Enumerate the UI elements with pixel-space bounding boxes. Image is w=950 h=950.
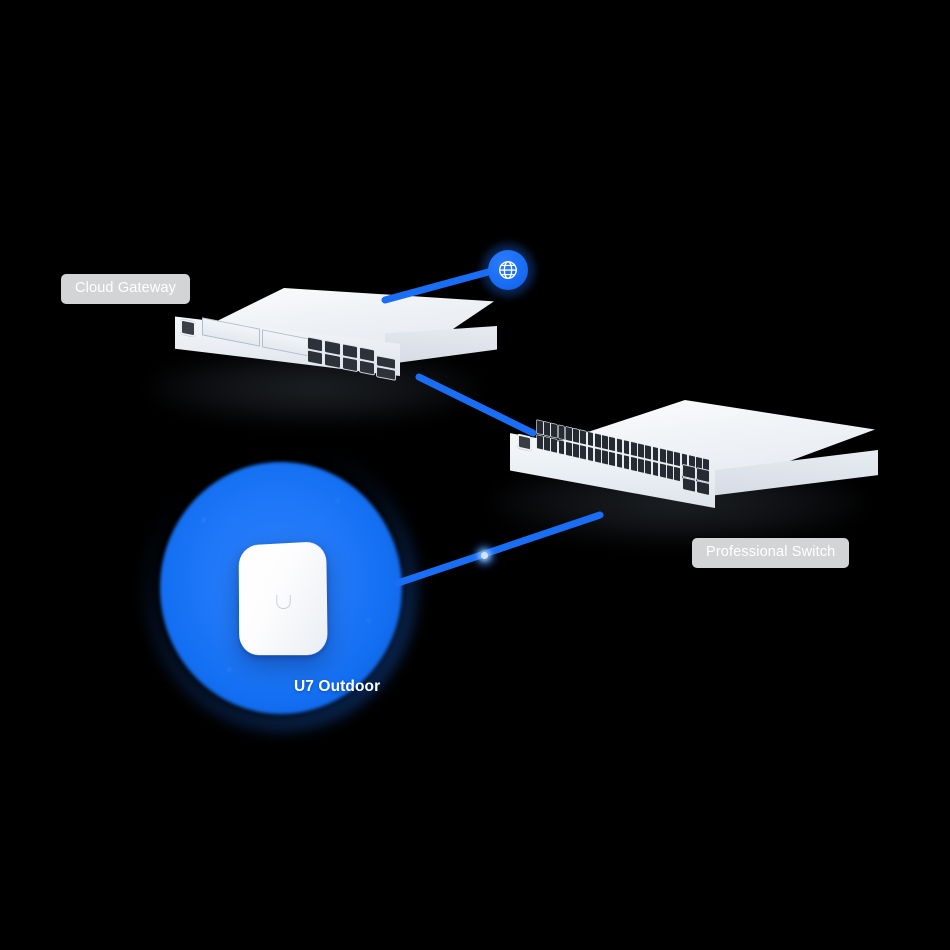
- ethernet-port: [652, 461, 659, 477]
- sfp-port: [697, 468, 709, 483]
- ethernet-port: [659, 448, 666, 464]
- ethernet-port: [565, 441, 572, 457]
- ethernet-port: [609, 436, 616, 452]
- ethernet-port: [638, 443, 644, 459]
- ethernet-port: [623, 440, 630, 455]
- ethernet-port: [573, 443, 579, 458]
- u7-outdoor-device[interactable]: [236, 540, 340, 667]
- label-cloud-gateway[interactable]: Cloud Gateway: [61, 274, 191, 304]
- ethernet-port: [342, 344, 357, 359]
- ethernet-port: [630, 441, 637, 457]
- ethernet-port: [537, 434, 543, 450]
- sfp-port: [683, 464, 695, 479]
- professional-switch-device[interactable]: [505, 400, 878, 540]
- ethernet-port: [609, 451, 616, 467]
- ethernet-port: [594, 433, 601, 449]
- ethernet-port: [308, 337, 323, 352]
- cloud-gateway-device[interactable]: [168, 288, 498, 408]
- ethernet-port: [573, 428, 579, 444]
- internet-node[interactable]: [479, 241, 537, 299]
- ethernet-port: [616, 453, 623, 468]
- label-professional-switch[interactable]: Professional Switch: [692, 538, 850, 568]
- ethernet-port: [645, 459, 652, 475]
- cloud-gateway-display: [180, 318, 196, 338]
- ethernet-port: [325, 340, 340, 355]
- ethernet-port: [638, 458, 644, 473]
- ethernet-port: [537, 420, 543, 435]
- ethernet-port: [359, 360, 374, 375]
- professional-switch-display: [517, 433, 532, 452]
- ethernet-port: [587, 446, 594, 462]
- ethernet-port: [544, 421, 550, 437]
- ethernet-port: [558, 439, 565, 455]
- ethernet-port: [674, 451, 681, 467]
- ethernet-port: [616, 438, 623, 454]
- ethernet-port: [587, 431, 594, 447]
- ethernet-port: [667, 450, 673, 465]
- ethernet-port: [558, 425, 565, 440]
- ethernet-port: [667, 464, 673, 480]
- sfp-port: [377, 367, 395, 380]
- ethernet-port: [602, 435, 608, 450]
- uplink-status-dot: [471, 542, 498, 569]
- globe-icon: [499, 261, 517, 279]
- ethernet-port: [551, 438, 558, 453]
- cloud-gateway-side-face: [385, 326, 497, 365]
- ethernet-port: [580, 444, 587, 460]
- ethernet-port: [674, 466, 681, 482]
- ethernet-port: [630, 456, 637, 472]
- ethernet-port: [551, 423, 558, 439]
- uplink-status-dot-core: [481, 552, 488, 559]
- label-u7-outdoor[interactable]: U7 Outdoor: [294, 678, 381, 695]
- ethernet-port: [565, 426, 572, 442]
- ethernet-port: [580, 430, 587, 445]
- ethernet-port: [652, 446, 659, 462]
- ethernet-port: [659, 463, 666, 478]
- ethernet-port: [602, 449, 608, 465]
- ethernet-port: [544, 436, 550, 452]
- ethernet-port: [645, 445, 652, 460]
- ethernet-port: [594, 448, 601, 463]
- cloud-gateway-sfp-ports: [377, 356, 395, 380]
- ethernet-port: [359, 347, 374, 362]
- ethernet-port: [623, 454, 630, 470]
- ubiquiti-logo-icon: [276, 594, 291, 610]
